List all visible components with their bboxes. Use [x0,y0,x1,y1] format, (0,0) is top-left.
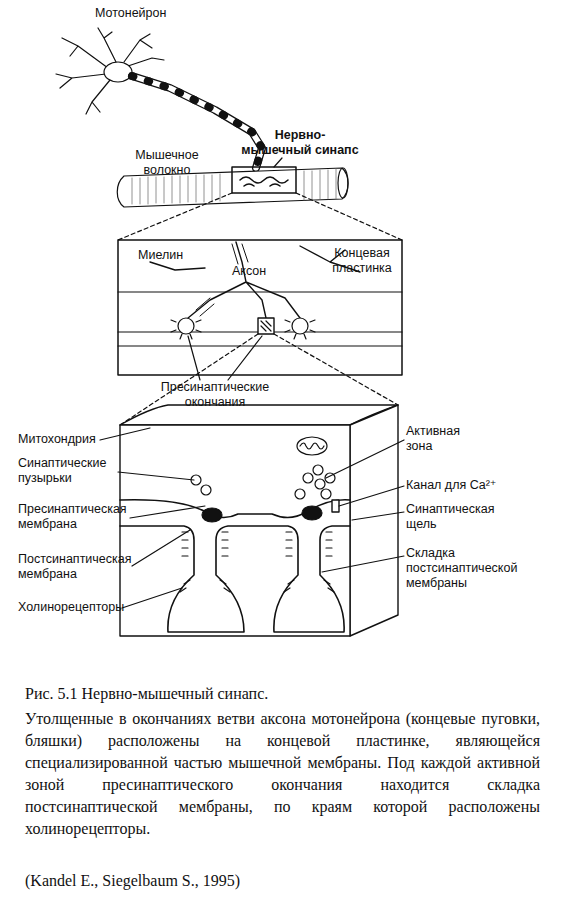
zoom-square [258,318,274,334]
fusing-vesicle [302,506,322,520]
terminal-hatch [261,321,271,331]
vesicle [295,489,305,499]
zoom-line [118,193,232,240]
citation: (Kandel E., Siegelbaum S., 1995) [25,870,445,892]
zoom-line [274,334,398,405]
dendrites [56,28,164,114]
mitochondrion-cristae [300,443,324,449]
end-plate-label: Концевая пластинка [322,246,402,276]
vesicle [321,489,331,499]
motoneuron-soma [104,62,132,82]
part-label: Синаптические пузырьки [18,456,118,486]
presynaptic-terminal [171,318,315,339]
figure-caption: Рис. 5.1 Нервно-мышечный синапс. [25,683,540,705]
calcium-channel [332,500,339,512]
muscle-membrane [118,345,402,346]
vesicle [315,479,325,489]
myelin-label: Миелин [138,248,198,263]
block-side [350,405,398,636]
terminal-spikes [285,320,315,339]
fusing-vesicle [202,508,222,522]
cholinoreceptors [180,532,334,592]
vesicle [303,473,313,483]
part-label: Активная зона [406,424,486,454]
part-label: Постсинаптическая мембрана [18,552,136,582]
part-label: Синаптическая щель [406,502,506,532]
axon-label: Аксон [232,264,282,279]
terminal-label: Пресинаптические окончания [150,380,280,410]
end-plate-terminals [240,177,288,186]
muscle-membrane [118,291,402,292]
vesicle [313,465,323,475]
end-plate-panel [118,240,402,375]
mitochondrion [297,437,327,455]
leader-lines [100,428,404,608]
vesicle [201,485,211,495]
zoom-box [232,167,296,193]
part-label: Складка постсинаптической мембраны [406,546,556,591]
neuron-label: Мотонейрон [95,6,195,21]
synaptic-vesicles [191,465,335,499]
part-label: Пресинаптическая мембрана [18,502,133,532]
fiber-label: Мышечное волокно [122,148,212,178]
part-label: Холинорецепторы [18,600,138,615]
caption-body: Утолщенные в окончаниях ветви аксона мот… [25,708,540,840]
myelin-sheath [196,244,248,316]
terminal-bouton [292,318,308,334]
muscle-fiber-end [338,168,348,198]
terminal-spikes [171,320,201,339]
postsynaptic-membrane [120,526,350,632]
part-label: Митохондрия [18,432,118,447]
part-label: Канал для Ca²⁺ [406,478,536,493]
synapse-label: Нервно-мышечный синапс [240,128,360,158]
zoom-line [296,193,402,240]
leader-line [274,158,282,167]
block-front [120,425,350,636]
terminal-bouton [178,318,194,334]
